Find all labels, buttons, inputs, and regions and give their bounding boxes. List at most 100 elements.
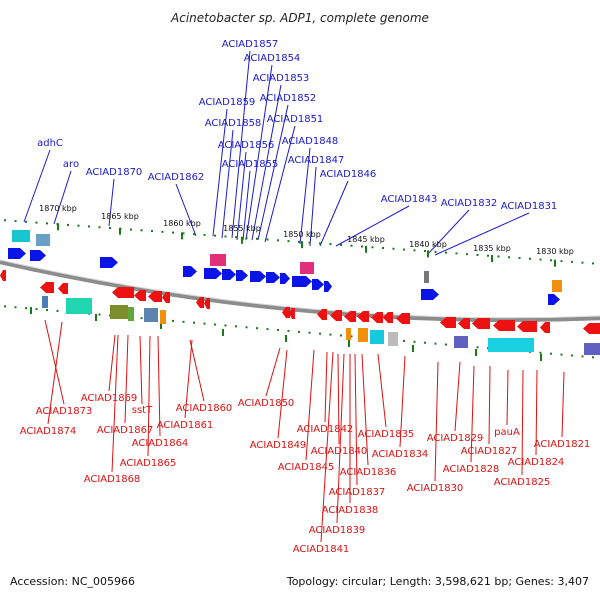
scale-tick-label: 1855 kbp [223,224,261,233]
gene-arrow [289,308,295,319]
scale-tick [119,227,121,235]
gene-label-aciad1841[interactable]: ACIAD1841 [293,544,350,555]
scale-tick [475,349,477,356]
label-connector [535,369,538,456]
gene-label-aciad1849[interactable]: ACIAD1849 [250,440,307,451]
gene-label-aciad1857[interactable]: ACIAD1857 [222,39,279,50]
gene-label-aciad1827[interactable]: ACIAD1827 [461,446,518,457]
gene-label-aciad1861[interactable]: ACIAD1861 [157,420,214,431]
feature-box [110,305,128,319]
gene-label-aciad1867[interactable]: ACIAD1867 [97,425,154,436]
gene-label-aciad1835[interactable]: ACIAD1835 [358,429,415,440]
scale-dot [413,249,416,252]
feature-box [488,338,534,352]
feature-box [66,298,92,314]
gene-label-aciad1848[interactable]: ACIAD1848 [282,136,339,147]
scale-tick [365,245,367,253]
scale-dot [224,235,227,238]
scale-tick [241,236,243,244]
gene-label-adhc[interactable]: adhC [37,138,63,149]
feature-box [388,332,398,346]
backbone-curve [0,259,600,323]
gene-label-aciad1837[interactable]: ACIAD1837 [329,487,386,498]
gene-label-aciad1870[interactable]: ACIAD1870 [86,167,143,178]
gene-label-aciad1873[interactable]: ACIAD1873 [36,406,93,417]
gene-label-aciad1862[interactable]: ACIAD1862 [148,172,205,183]
gene-label-aciad1842[interactable]: ACIAD1842 [297,424,354,435]
scale-dot [245,237,248,240]
gene-label-aciad1864[interactable]: ACIAD1864 [132,438,189,449]
gene-label-aciad1824[interactable]: ACIAD1824 [508,457,565,468]
gene-label-aciad1839[interactable]: ACIAD1839 [309,525,366,536]
scale-dot [88,225,90,228]
label-connector [108,178,115,227]
gene-label-aciad1828[interactable]: ACIAD1828 [443,464,500,475]
scale-dot [529,257,531,260]
gene-arrow [312,279,324,290]
gene-label-aciad1843[interactable]: ACIAD1843 [381,194,438,205]
gene-label-aciad1840[interactable]: ACIAD1840 [311,446,368,457]
scale-dot [35,308,38,311]
gene-label-aciad1869[interactable]: ACIAD1869 [81,393,138,404]
scale-dot [256,327,258,330]
gene-label-aciad1855[interactable]: ACIAD1855 [222,159,279,170]
gene-label-aro[interactable]: aro [63,159,79,170]
gene-arrow [458,318,470,329]
gene-label-aciad1853[interactable]: ACIAD1853 [253,73,310,84]
gene-label-aciad1838[interactable]: ACIAD1838 [322,505,379,516]
gene-label-aciad1845[interactable]: ACIAD1845 [278,462,335,473]
gene-arrow [540,322,550,333]
scale-tick [57,223,59,231]
gene-label-aciad1868[interactable]: ACIAD1868 [84,474,141,485]
scale-dot [434,250,437,253]
gene-label-aciad1831[interactable]: ACIAD1831 [501,201,558,212]
gene-label-sstt[interactable]: sstT [132,405,153,416]
gene-label-aciad1865[interactable]: ACIAD1865 [120,458,177,469]
gene-label-aciad1854[interactable]: ACIAD1854 [244,53,301,64]
label-connector [221,129,234,239]
scale-dot [581,355,584,358]
gene-label-aciad1830[interactable]: ACIAD1830 [407,483,464,494]
gene-label-paua[interactable]: pauA [494,427,520,438]
label-connector [175,183,197,237]
gene-label-aciad1829[interactable]: ACIAD1829 [427,433,484,444]
scale-tick [554,259,556,267]
feature-box [300,262,314,274]
gene-label-aciad1825[interactable]: ACIAD1825 [494,477,551,488]
scale-dot [329,333,332,336]
label-connector [335,205,410,247]
scale-dot [256,237,258,240]
gene-label-aciad1851[interactable]: ACIAD1851 [267,114,324,125]
gene-arrow [0,270,6,281]
scale-tick [412,345,414,352]
label-connector [320,351,334,543]
label-connector [354,353,358,486]
gene-label-aciad1836[interactable]: ACIAD1836 [340,467,397,478]
scale-dot [298,240,300,243]
gene-label-aciad1832[interactable]: ACIAD1832 [441,198,498,209]
gene-label-aciad1846[interactable]: ACIAD1846 [320,169,377,180]
gene-label-aciad1847[interactable]: ACIAD1847 [288,155,345,166]
gene-arrow [324,281,332,292]
scale-dot [424,341,426,344]
scale-dot [266,238,269,241]
gene-label-aciad1856[interactable]: ACIAD1856 [218,140,275,151]
gene-label-aciad1874[interactable]: ACIAD1874 [20,426,77,437]
gene-label-aciad1860[interactable]: ACIAD1860 [176,403,233,414]
gene-label-aciad1821[interactable]: ACIAD1821 [534,439,591,450]
gene-label-aciad1834[interactable]: ACIAD1834 [372,449,429,460]
scale-dot [518,257,521,260]
scale-dot [277,329,279,332]
gene-label-aciad1852[interactable]: ACIAD1852 [260,93,317,104]
scale-dot [77,224,80,227]
scale-dot [497,255,500,258]
scale-tick [181,232,183,240]
gene-label-aciad1858[interactable]: ACIAD1858 [205,118,262,129]
gene-label-aciad1850[interactable]: ACIAD1850 [238,398,295,409]
scale-tick-label: 1865 kbp [101,212,139,221]
scale-dot [140,317,143,320]
scale-dot [550,259,552,262]
scale-dot [4,219,6,222]
gene-label-aciad1859[interactable]: ACIAD1859 [199,97,256,108]
gene-arrow [40,282,54,293]
